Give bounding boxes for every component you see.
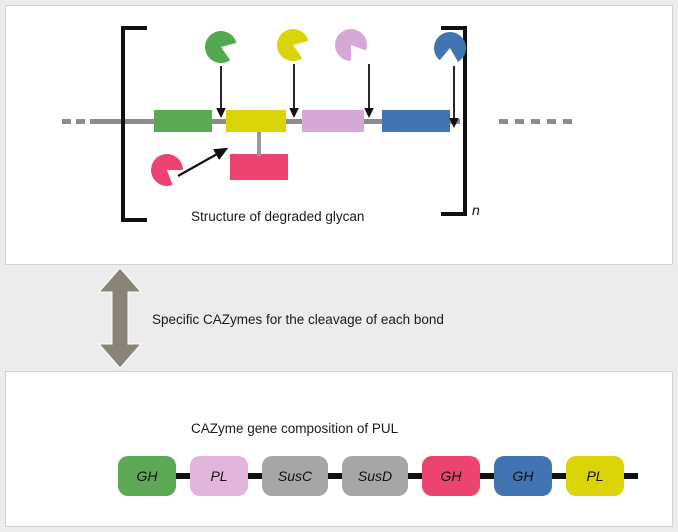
- branch-pointer-arrow: [177, 147, 229, 177]
- gene-box-gh-4[interactable]: GH: [422, 456, 480, 496]
- gene-label: SusC: [277, 468, 313, 484]
- cleavage-arrow-blue: [449, 66, 459, 128]
- gene-connector: [408, 473, 422, 479]
- backbone-dash: [515, 119, 524, 124]
- gene-connector: [552, 473, 566, 479]
- gene-label: GH: [136, 468, 158, 484]
- gene-label: PL: [210, 468, 228, 484]
- blue-sugar-unit: [382, 110, 450, 132]
- gene-connector-tail: [624, 473, 638, 479]
- bidirectional-vertical-arrow: [97, 267, 143, 369]
- green-sugar-unit: [154, 110, 212, 132]
- repeat-bracket-left: [121, 26, 147, 222]
- branch-stem: [257, 132, 261, 156]
- gene-box-gh-5[interactable]: GH: [494, 456, 552, 496]
- yellow-enzyme-wrapper: [277, 29, 309, 66]
- middle-caption: Specific CAZymes for the cleavage of eac…: [152, 312, 444, 327]
- crimson-enzyme: [151, 154, 183, 186]
- plum-enzyme-wrapper: [335, 29, 367, 66]
- green-enzyme: [205, 31, 237, 63]
- gene-connector: [248, 473, 262, 479]
- gene-label: PL: [586, 468, 604, 484]
- gene-box-susd-3[interactable]: SusD: [342, 456, 408, 496]
- gene-box-pl-6[interactable]: PL: [566, 456, 624, 496]
- crimson-enzyme-wrapper: [151, 154, 183, 191]
- gene-connector: [480, 473, 494, 479]
- gene-label: GH: [512, 468, 534, 484]
- pul-gene-row: GH PL SusC SusD GH GH PL: [118, 453, 638, 499]
- glycan-panel-caption: Structure of degraded glycan: [191, 209, 365, 224]
- backbone-dash: [547, 119, 556, 124]
- backbone-dash: [531, 119, 540, 124]
- backbone-dash: [62, 119, 71, 124]
- gene-label: SusD: [357, 468, 393, 484]
- gene-connector: [176, 473, 190, 479]
- plum-sugar-unit: [302, 110, 364, 132]
- gene-box-pl-1[interactable]: PL: [190, 456, 248, 496]
- green-enzyme-wrapper: [205, 31, 237, 68]
- gene-label: GH: [440, 468, 462, 484]
- blue-enzyme: [434, 32, 466, 62]
- glycan-structure-panel: n Structure of degraded glycan: [5, 5, 673, 265]
- gene-box-gh-0[interactable]: GH: [118, 456, 176, 496]
- crimson-branch-unit: [230, 154, 288, 180]
- cleavage-arrow-yellow: [289, 64, 299, 118]
- plum-enzyme: [335, 29, 367, 61]
- repeat-subscript-n: n: [472, 202, 480, 218]
- gene-connector: [328, 473, 342, 479]
- gene-box-susc-2[interactable]: SusC: [262, 456, 328, 496]
- backbone-dash: [76, 119, 85, 124]
- backbone-dash: [499, 119, 508, 124]
- yellow-enzyme: [277, 29, 309, 61]
- cleavage-arrow-plum: [364, 64, 374, 118]
- pul-composition-panel: CAZyme gene composition of PUL: [5, 371, 673, 527]
- repeat-bracket-right: [441, 26, 467, 216]
- blue-enzyme-wrapper: [434, 32, 466, 69]
- pul-panel-caption: CAZyme gene composition of PUL: [191, 421, 399, 436]
- backbone-dash: [563, 119, 572, 124]
- cleavage-arrow-green: [216, 66, 226, 118]
- yellow-sugar-unit: [226, 110, 286, 132]
